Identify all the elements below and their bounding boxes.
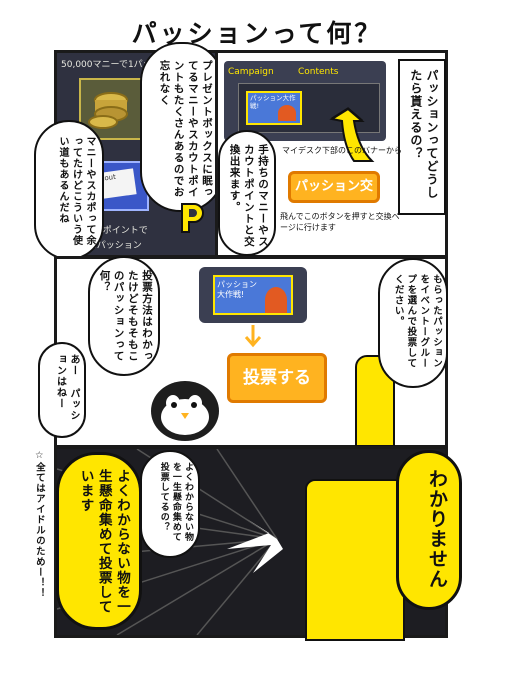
speech-text-exchange: 手持ちのマニーやスカウトポイントと交換出来ます。	[228, 144, 269, 248]
chalk-text-top: 50,000マニーで1パッション	[61, 60, 179, 70]
speech-bubble-collect-question: よくわからない物を一生懸命集めて投票してるの？	[140, 450, 200, 558]
narration-text-presents: プレゼントボックスに眠ってるマニーやスカウトポイントもたくさんあるのでお忘れなく	[158, 60, 213, 198]
speech-bubble-vote-answer: もらったパッションをイベントーグループを選んで投票してください。	[378, 258, 448, 388]
mydesk-banner-area: Campaign Contents パッション大作戦!	[224, 61, 386, 141]
panel-2: Campaign Contents パッション大作戦! パッションってどうしたら…	[215, 50, 448, 258]
arrow-down-icon	[244, 325, 262, 348]
answer-text-yellow: よくわからない物を一生懸命集めて投票しています	[77, 469, 130, 614]
chalk-text-bottom-1: 5,000ポイントで	[77, 226, 148, 236]
speech-text-vote-answer: もらったパッションをイベントーグループを選んで投票してください。	[392, 274, 442, 369]
speech-text-ah: あー パッションはねー	[54, 354, 80, 421]
question-box: パッションってどうしたら貰えるの？	[398, 59, 446, 215]
p-character-shouting	[305, 479, 405, 641]
vote-button[interactable]: 投票する	[227, 353, 327, 403]
speech-text-sukapo: マニーやスカポって余ってたけどこういう使い道もあるんだね	[57, 136, 95, 246]
speech-text-collect-question: よくわからない物を一生懸命集めて投票してるの？	[158, 462, 193, 542]
p-character	[178, 200, 206, 234]
tab-contents: Contents	[298, 67, 339, 77]
narration-bubble-presents: プレゼントボックスに眠ってるマニーやスカウトポイントもたくさんあるのでお忘れなく	[140, 42, 224, 212]
footnote: ☆全てはアイドルのためー！！	[33, 450, 45, 599]
shout-bubble: わかりません	[396, 450, 462, 610]
page-title: パッションって何？	[131, 19, 383, 48]
passion-banner-mini-text: パッション大作戦!	[217, 280, 257, 299]
passion-banner-text: パッション大作戦!	[250, 94, 296, 110]
coins-icon	[88, 92, 128, 129]
speech-bubble-ah: あー パッションはねー	[38, 342, 86, 438]
penguin-character-icon	[151, 381, 219, 441]
speech-bubble-sukapo: マニーやスカポって余ってたけどこういう使い道もあるんだね	[34, 120, 104, 260]
answer-bubble-yellow: よくわからない物を一生懸命集めて投票しています	[56, 452, 142, 630]
passion-banner-mini-frame: パッション大作戦!	[213, 275, 293, 315]
arrow-up-icon	[329, 107, 375, 162]
idol-figure-mini	[265, 287, 287, 313]
tab-campaign: Campaign	[228, 67, 274, 77]
question-text: パッションってどうしたら貰えるの？	[408, 69, 439, 199]
passion-exchange-button[interactable]: パッション交換	[288, 171, 380, 220]
caption-banner: マイデスク下部のこのバナーから	[282, 146, 402, 155]
speech-text-what-is-passion: 投票方法はわかったけどそもそもこのパッションって何？	[98, 270, 153, 362]
speech-bubble-what-is-passion: 投票方法はわかったけどそもそもこのパッションって何？	[88, 256, 160, 376]
passion-banner-mini[interactable]: パッション大作戦!	[199, 267, 307, 323]
caption-button: 飛んでこのボタンを押すと交換ページに行けます	[280, 212, 400, 233]
shout-text: わかりません	[426, 469, 448, 589]
idol-figure	[278, 105, 296, 121]
chalk-text-bottom-2: 1パッション	[91, 241, 142, 251]
p-character-icon	[181, 203, 204, 233]
speech-bubble-exchange: 手持ちのマニーやスカウトポイントと交換出来ます。	[218, 130, 276, 256]
passion-banner[interactable]: パッション大作戦!	[246, 91, 302, 125]
